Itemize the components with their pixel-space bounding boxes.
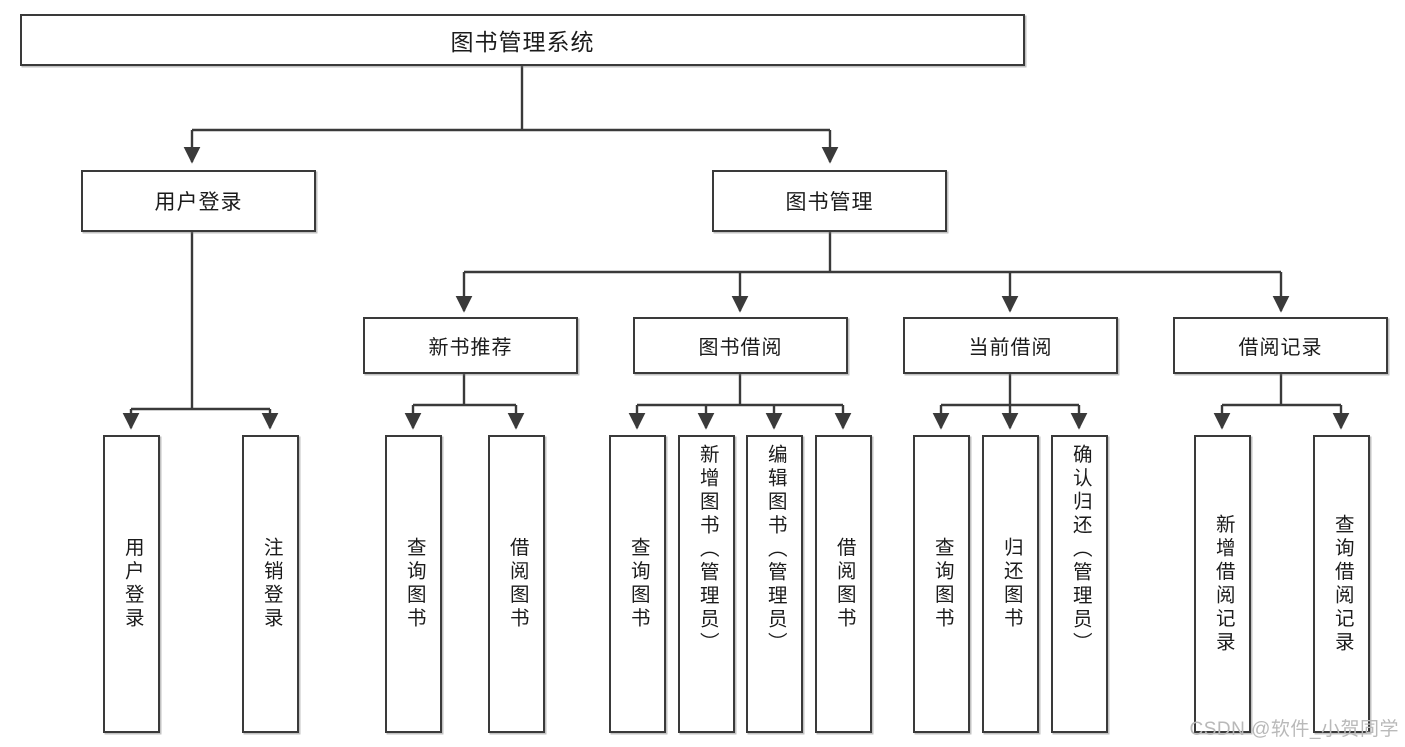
leaf-query-book-2-label: 查询图书 xyxy=(627,537,650,631)
leaf-confirm-return-label: 确认归还（管理员） xyxy=(1069,444,1092,656)
leaf-query-record-label: 查询借阅记录 xyxy=(1331,513,1354,655)
watermark: CSDN @软件_小贺同学 xyxy=(1189,719,1399,740)
leaf-add-book[interactable]: 新增图书（管理员） xyxy=(678,435,735,733)
leaf-edit-book-label: 编辑图书（管理员） xyxy=(764,444,787,656)
leaf-borrow-book-2[interactable]: 借阅图书 xyxy=(815,435,872,733)
leaf-borrow-book-1[interactable]: 借阅图书 xyxy=(488,435,545,733)
leaf-return-book[interactable]: 归还图书 xyxy=(982,435,1039,733)
leaf-query-book-3[interactable]: 查询图书 xyxy=(913,435,970,733)
leaf-query-book-2[interactable]: 查询图书 xyxy=(609,435,666,733)
leaf-query-book-1[interactable]: 查询图书 xyxy=(385,435,442,733)
node-root-label: 图书管理系统 xyxy=(450,29,595,55)
leaf-add-record-label: 新增借阅记录 xyxy=(1212,513,1235,655)
leaf-query-record[interactable]: 查询借阅记录 xyxy=(1313,435,1370,733)
leaf-user-login-label: 用户登录 xyxy=(121,537,144,631)
leaf-confirm-return[interactable]: 确认归还（管理员） xyxy=(1051,435,1108,733)
node-new-book-rec[interactable]: 新书推荐 xyxy=(363,317,578,374)
node-current-borrow[interactable]: 当前借阅 xyxy=(903,317,1118,374)
leaf-borrow-book-2-label: 借阅图书 xyxy=(833,537,856,631)
node-book-borrow[interactable]: 图书借阅 xyxy=(633,317,848,374)
node-book-manage-label: 图书管理 xyxy=(785,191,874,214)
leaf-add-record[interactable]: 新增借阅记录 xyxy=(1194,435,1251,733)
leaf-logout[interactable]: 注销登录 xyxy=(242,435,299,733)
leaf-query-book-3-label: 查询图书 xyxy=(931,537,954,631)
node-book-borrow-label: 图书借阅 xyxy=(698,337,783,359)
node-new-book-rec-label: 新书推荐 xyxy=(428,337,513,359)
leaf-edit-book[interactable]: 编辑图书（管理员） xyxy=(746,435,803,733)
node-root[interactable]: 图书管理系统 xyxy=(20,14,1025,66)
leaf-logout-label: 注销登录 xyxy=(260,537,283,631)
node-user-login[interactable]: 用户登录 xyxy=(81,170,316,232)
leaf-borrow-book-1-label: 借阅图书 xyxy=(506,537,529,631)
node-borrow-record-label: 借阅记录 xyxy=(1238,337,1323,359)
leaf-query-book-1-label: 查询图书 xyxy=(403,537,426,631)
node-borrow-record[interactable]: 借阅记录 xyxy=(1173,317,1388,374)
node-current-borrow-label: 当前借阅 xyxy=(968,337,1053,359)
node-user-login-label: 用户登录 xyxy=(154,191,243,214)
leaf-user-login[interactable]: 用户登录 xyxy=(103,435,160,733)
leaf-return-book-label: 归还图书 xyxy=(1000,537,1023,631)
leaf-add-book-label: 新增图书（管理员） xyxy=(696,444,719,656)
node-book-manage[interactable]: 图书管理 xyxy=(712,170,947,232)
